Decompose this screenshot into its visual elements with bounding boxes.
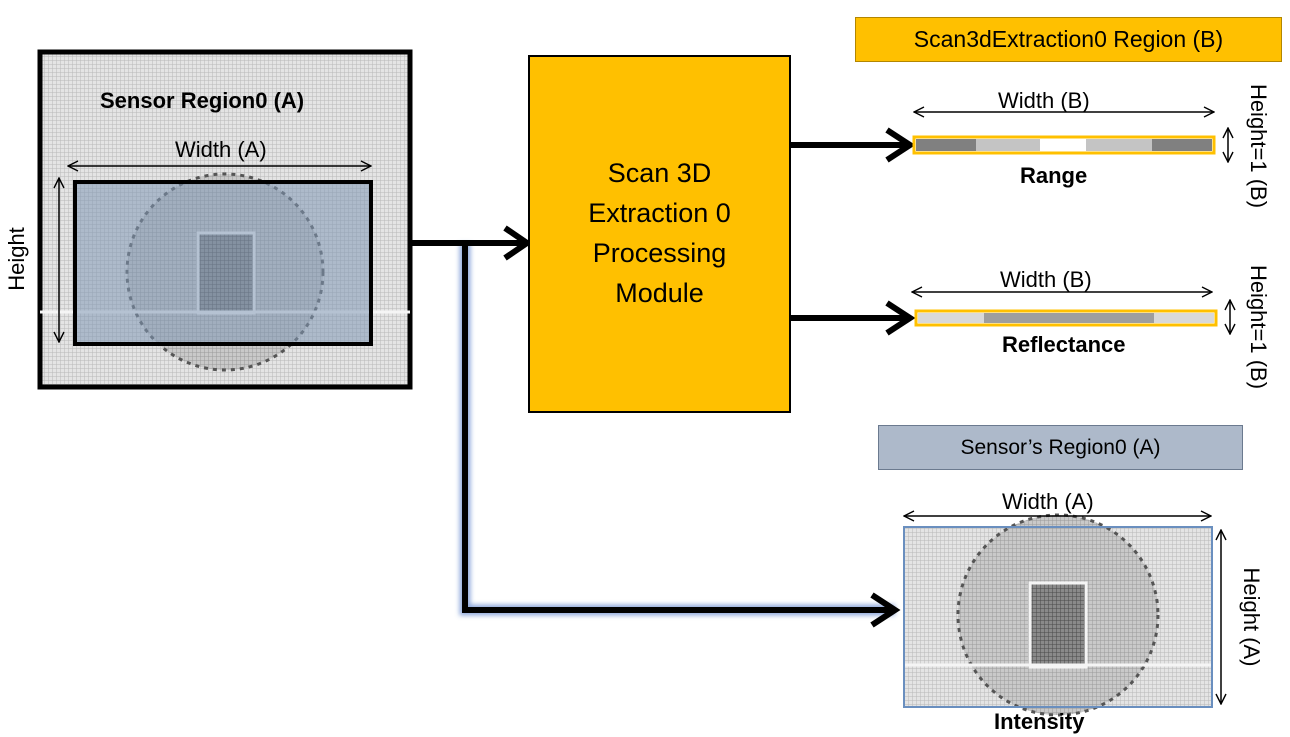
module-line-2: Extraction 0 xyxy=(588,198,731,229)
reflectance-strip xyxy=(914,309,1218,327)
sensor-region-output-header: Sensor’s Region0 (A) xyxy=(878,425,1243,470)
sensor-output-connectors xyxy=(410,225,901,628)
range-height-label: Height=1 (B) xyxy=(1246,83,1271,209)
range-strip xyxy=(912,135,1216,155)
intensity-image xyxy=(903,513,1213,717)
range-caption: Range xyxy=(1020,163,1088,188)
range-width-label: Width (B) xyxy=(998,88,1090,113)
module-line-3: Processing xyxy=(592,238,727,268)
sensor-roi-box xyxy=(73,180,373,346)
reflectance-height-label: Height=1 (B) xyxy=(1246,264,1271,390)
intensity-width-label: Width (A) xyxy=(1002,489,1094,514)
intensity-caption: Intensity xyxy=(994,709,1085,734)
sensor-image xyxy=(37,49,413,390)
module-output-connectors xyxy=(790,127,916,336)
reflectance-width-label: Width (B) xyxy=(1000,267,1092,292)
module-line-1: Scan 3D xyxy=(607,158,712,189)
sensor-width-label: Width (A) xyxy=(175,137,267,162)
sensor-height-label: Height xyxy=(4,227,29,291)
module-line-4: Module xyxy=(615,277,704,308)
intensity-height-label: Height (A) xyxy=(1239,567,1264,667)
scan3d-region-header: Scan3dExtraction0 Region (B) xyxy=(855,17,1282,62)
sensor-region-title: Sensor Region0 (A) xyxy=(100,88,305,113)
processing-module: Scan 3D Extraction 0 Processing Module xyxy=(528,55,791,413)
reflectance-caption: Reflectance xyxy=(1002,332,1126,357)
